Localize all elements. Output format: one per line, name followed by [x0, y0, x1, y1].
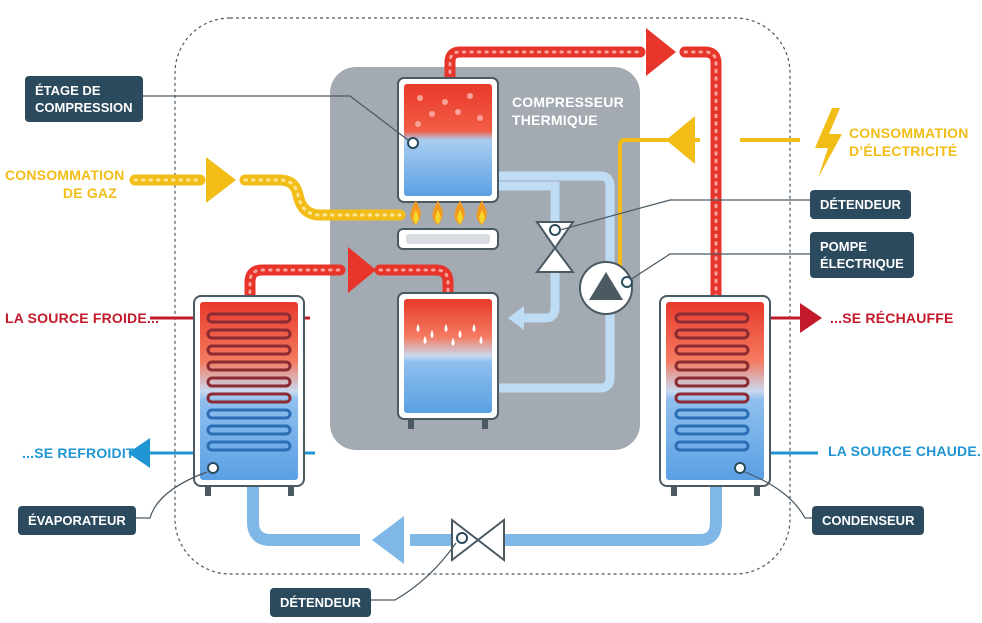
label-detendeur-bottom: DÉTENDEUR: [270, 588, 371, 617]
hot-pipes: [244, 46, 722, 316]
burner: [397, 228, 499, 250]
electric-pump-icon: [579, 261, 633, 315]
detendeur-bottom-text: DÉTENDEUR: [280, 595, 361, 610]
label-source-chaude: LA SOURCE CHAUDE...: [828, 442, 982, 460]
label-detendeur-top: DÉTENDEUR: [810, 190, 911, 219]
etage-compression-text: ÉTAGE DE COMPRESSION: [35, 83, 133, 115]
se-rechauffe-text: ...SE RÉCHAUFFE: [830, 310, 954, 326]
bottom-loop: [247, 485, 722, 546]
hot-arrow-middle-icon: [348, 247, 376, 293]
label-connectors: [130, 95, 812, 601]
label-consommation-gaz: CONSOMMATION DE GAZ: [5, 166, 124, 202]
label-se-refroidit: ...SE REFROIDIT: [22, 444, 135, 462]
electricity-arrow-icon: [666, 116, 695, 164]
se-refroidit-text: ...SE REFROIDIT: [22, 445, 135, 461]
absorber-tank: [397, 292, 499, 429]
expansion-valve-bottom-icon: [451, 517, 505, 563]
cold-arrow-into-tank-icon: [508, 306, 524, 330]
label-source-froide: LA SOURCE FROIDE...: [5, 309, 159, 327]
condenseur-text: CONDENSEUR: [822, 513, 915, 528]
label-se-rechauffe: ...SE RÉCHAUFFE: [830, 309, 954, 327]
label-condenseur: CONDENSEUR: [812, 506, 925, 535]
source-froide-text: LA SOURCE FROIDE...: [5, 310, 160, 326]
consommation-electricite-text: CONSOMMATION D’ÉLECTRICITÉ: [849, 125, 969, 159]
label-compresseur-thermique: COMPRESSEUR THERMIQUE: [512, 93, 624, 129]
condenser-tank: [659, 295, 771, 496]
evaporateur-text: ÉVAPORATEUR: [28, 513, 126, 528]
hot-arrow-top-icon: [646, 28, 676, 76]
source-chaude-text: LA SOURCE CHAUDE...: [828, 443, 982, 459]
consommation-gaz-text: CONSOMMATION DE GAZ: [5, 167, 125, 201]
pompe-electrique-text: POMPE ÉLECTRIQUE: [820, 239, 904, 271]
label-evaporateur: ÉVAPORATEUR: [18, 506, 136, 535]
cooled-output-arrow-icon: [128, 438, 150, 468]
label-pompe-electrique: POMPE ÉLECTRIQUE: [810, 232, 914, 278]
gas-pipe: [129, 157, 406, 221]
system-boundary: [174, 17, 791, 575]
gas-arrow-icon: [206, 157, 236, 203]
lightning-icon: [815, 108, 842, 178]
electricity-line: [618, 116, 800, 268]
evaporator-tank: [193, 295, 305, 496]
warm-output-arrow-icon: [800, 303, 822, 333]
label-consommation-electricite: CONSOMMATION D’ÉLECTRICITÉ: [849, 124, 969, 160]
bottom-loop-arrow-icon: [372, 516, 404, 564]
label-etage-compression: ÉTAGE DE COMPRESSION: [25, 76, 143, 122]
compression-tank: [397, 77, 499, 203]
detendeur-top-text: DÉTENDEUR: [820, 197, 901, 212]
flame-icon: [410, 200, 487, 225]
compresseur-thermique-text: COMPRESSEUR THERMIQUE: [512, 94, 624, 128]
